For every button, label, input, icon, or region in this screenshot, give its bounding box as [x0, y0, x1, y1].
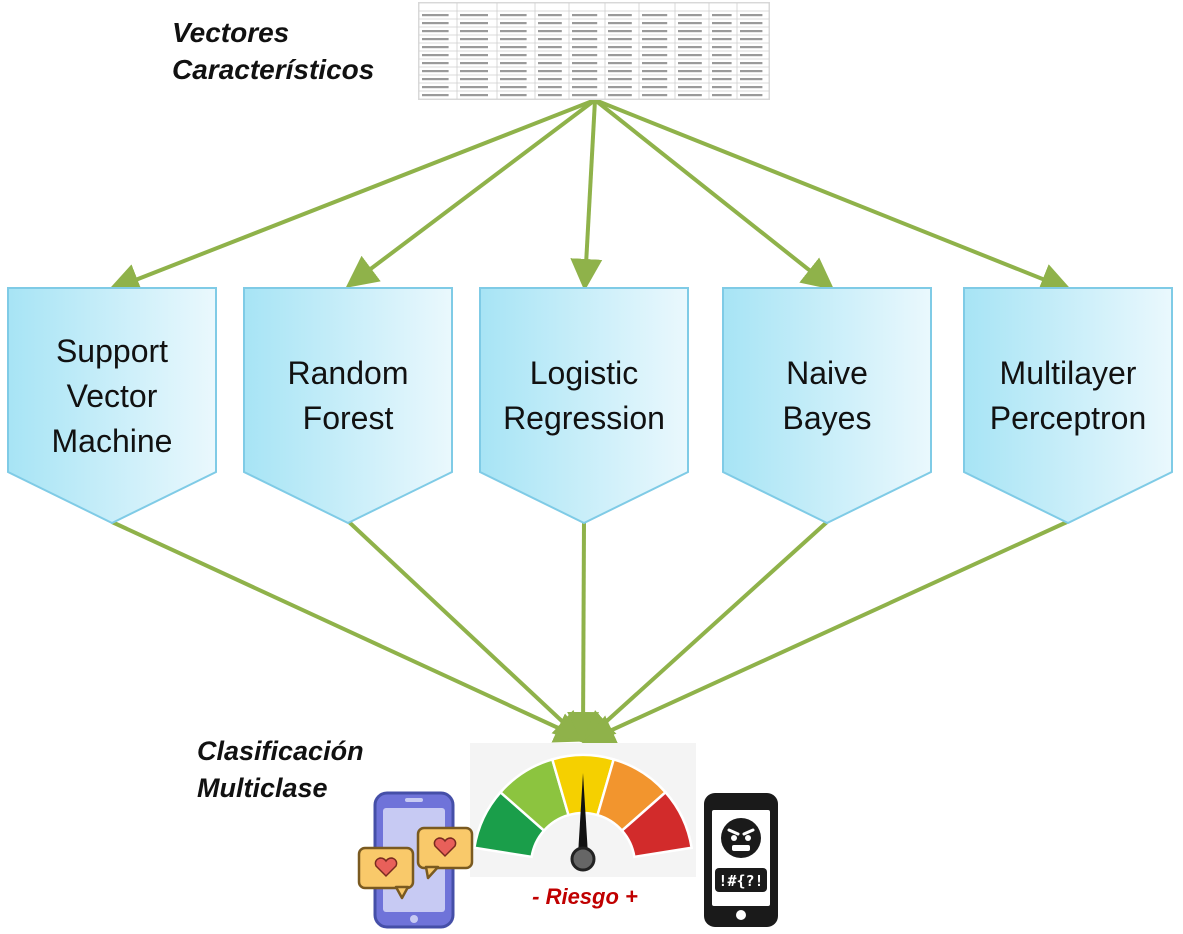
arrow-mlp-to-output: [582, 520, 1068, 745]
risk-scale-label: - Riesgo +: [532, 884, 638, 909]
risk-gauge: [470, 743, 696, 877]
arrow-input-to-mlp: [594, 98, 1073, 294]
model-label-line: Multilayer: [999, 355, 1137, 391]
model-label-line: Vector: [66, 378, 158, 414]
gauge-needle: [578, 773, 588, 855]
model-label-line: Logistic: [529, 355, 639, 391]
model-label-line: Machine: [51, 423, 173, 459]
pentagon-shape: [479, 287, 689, 524]
gauge-segment: [620, 790, 694, 859]
model-label-line: Perceptron: [989, 400, 1147, 436]
model-label-mlp: Multilayer Perceptron: [963, 351, 1173, 441]
arrow-svm-to-output: [111, 520, 588, 743]
pentagon-shape: [722, 287, 932, 524]
model-label-line: Random: [287, 355, 409, 391]
model-label-line: Regression: [503, 400, 665, 436]
model-box-random-forest: Random Forest: [243, 287, 453, 524]
model-label-line: Support: [55, 333, 169, 369]
pentagon-shape: [963, 287, 1173, 524]
arrow-input-to-naive-bayes: [593, 98, 835, 290]
gauge-hub: [570, 846, 596, 872]
arrow-random-forest-to-output: [347, 520, 586, 744]
input-title-line2: Característicos: [172, 54, 375, 85]
phone-angry-icon: !#{?!: [704, 793, 778, 927]
pentagon-shape: [7, 287, 217, 524]
output-title-line1: Clasificación: [197, 736, 364, 766]
model-label-logistic-regression: Logistic Regression: [479, 351, 689, 441]
model-label-line: Bayes: [782, 400, 872, 436]
model-box-naive-bayes: Naive Bayes: [722, 287, 932, 524]
model-box-mlp: Multilayer Perceptron: [963, 287, 1173, 524]
gauge-icon: [472, 753, 694, 872]
pentagon-shape: [243, 287, 453, 524]
output-title-line2: Multiclase: [197, 773, 328, 803]
heart-bubble-right: [416, 826, 474, 880]
model-label-svm: Support Vector Machine: [7, 329, 217, 464]
model-box-svm: Support Vector Machine: [7, 287, 217, 524]
arrow-input-to-svm: [107, 98, 596, 295]
feature-table-thumbnail: [418, 2, 770, 100]
feature-table-icon: [418, 2, 770, 100]
phone-hearts-icon: [357, 791, 474, 929]
arrow-naive-bayes-to-output: [582, 520, 829, 744]
input-title: Vectores Característicos: [172, 14, 374, 88]
arrow-input-to-random-forest: [345, 98, 597, 288]
arrow-logistic-regression-to-output: [567, 521, 600, 744]
model-label-naive-bayes: Naive Bayes: [722, 351, 932, 441]
model-box-logistic-regression: Logistic Regression: [479, 287, 689, 524]
heart-bubble-left: [357, 846, 415, 900]
model-label-random-forest: Random Forest: [243, 351, 453, 441]
model-label-line: Forest: [302, 400, 394, 436]
model-label-line: Naive: [786, 355, 868, 391]
input-title-line1: Vectores: [172, 17, 290, 48]
svg-text:!#{?!: !#{?!: [718, 872, 763, 890]
output-title: Clasificación Multiclase: [197, 733, 364, 807]
arrow-input-to-logistic-regression: [570, 99, 603, 291]
